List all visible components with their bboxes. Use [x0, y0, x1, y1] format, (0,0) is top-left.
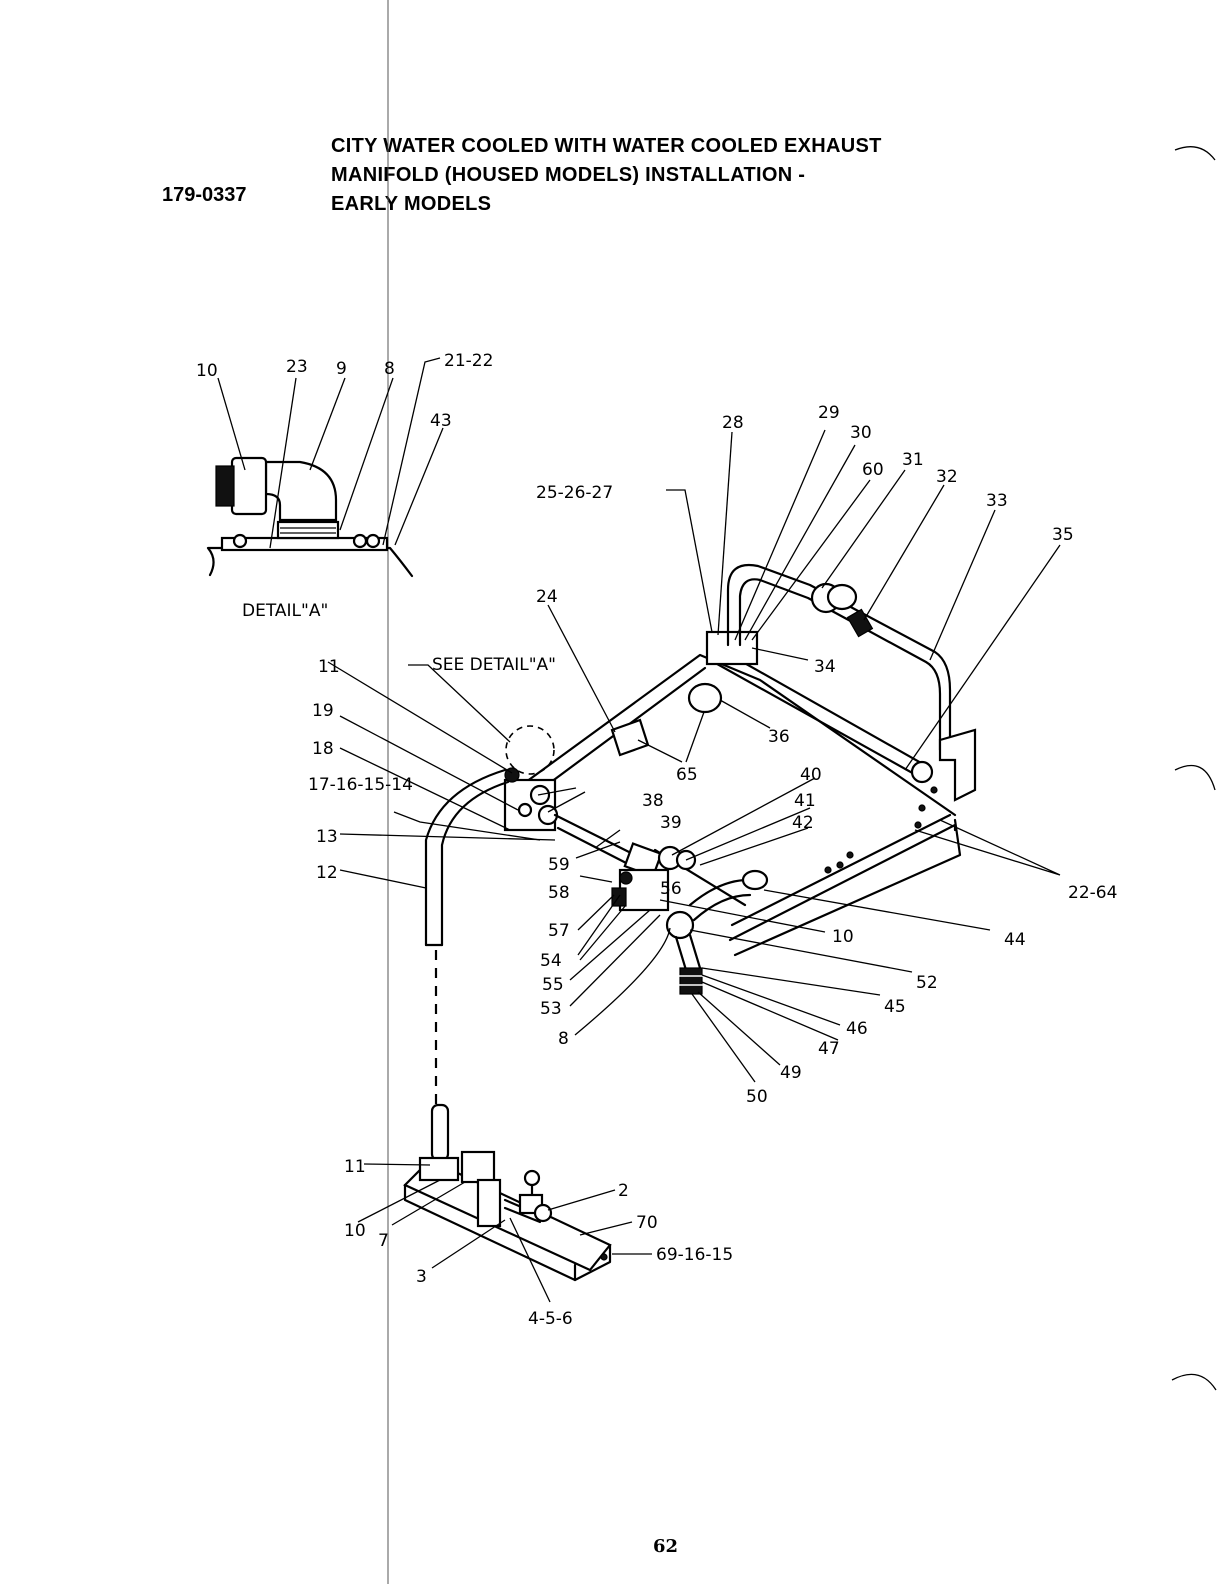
margin-arc-2: [1174, 764, 1216, 791]
label-8: 8: [558, 1029, 569, 1049]
page-number: 62: [653, 1536, 679, 1557]
label-70: 70: [636, 1213, 658, 1233]
label-32: 32: [936, 467, 958, 487]
label-41: 41: [794, 791, 816, 811]
label-34: 34: [814, 657, 836, 677]
label-24: 24: [536, 587, 558, 607]
see-detail-a-callout: SEE DETAIL"A": [432, 655, 556, 675]
margin-arc-3: [1171, 1373, 1217, 1391]
label-57: 57: [548, 921, 570, 941]
diagram-title: CITY WATER COOLED WITH WATER COOLED EXHA…: [331, 132, 1051, 219]
label-59: 59: [548, 855, 570, 875]
label-17-16-15-14: 17-16-15-14: [308, 775, 413, 795]
water-line-12: [424, 768, 510, 1105]
label-47: 47: [818, 1039, 840, 1059]
label-28: 28: [722, 413, 744, 433]
label-54: 54: [540, 951, 562, 971]
label-45: 45: [884, 997, 906, 1017]
label-56: 56: [660, 879, 682, 899]
label-12: 12: [316, 863, 338, 883]
margin-arc-1: [1174, 146, 1216, 161]
detail-label-10: 10: [196, 361, 218, 381]
label-35: 35: [1052, 525, 1074, 545]
detail-label-23: 23: [286, 357, 308, 377]
lower-bracket-assembly: [403, 1103, 612, 1282]
detail-label-8: 8: [384, 359, 395, 379]
detail-a-caption: DETAIL"A": [242, 601, 328, 621]
label-31: 31: [902, 450, 924, 470]
label-18: 18: [312, 739, 334, 759]
label-55: 55: [542, 975, 564, 995]
label-69-16-15: 69-16-15: [656, 1245, 733, 1265]
label-53: 53: [540, 999, 562, 1019]
title-line-3: EARLY MODELS: [331, 193, 492, 215]
main-assembly: [503, 563, 977, 995]
label-49: 49: [780, 1063, 802, 1083]
label-65: 65: [676, 765, 698, 785]
label-11-lower: 11: [344, 1157, 366, 1177]
title-line-2: MANIFOLD (HOUSED MODELS) INSTALLATION -: [331, 164, 806, 186]
label-13: 13: [316, 827, 338, 847]
label-44: 44: [1004, 930, 1026, 950]
label-50: 50: [746, 1087, 768, 1107]
detail-label-9: 9: [336, 359, 347, 379]
label-10-main: 10: [832, 927, 854, 947]
label-19: 19: [312, 701, 334, 721]
label-58: 58: [548, 883, 570, 903]
label-3: 3: [416, 1267, 427, 1287]
detail-a-leaders: [217, 357, 444, 549]
label-36: 36: [768, 727, 790, 747]
label-10-lower: 10: [344, 1221, 366, 1241]
detail-label-43: 43: [430, 411, 452, 431]
label-30: 30: [850, 423, 872, 443]
main-leader-lines: [327, 429, 1061, 1303]
label-52: 52: [916, 973, 938, 993]
label-60: 60: [862, 460, 884, 480]
label-29: 29: [818, 403, 840, 423]
label-22-64: 22-64: [1068, 883, 1117, 903]
label-38: 38: [642, 791, 664, 811]
label-33: 33: [986, 491, 1008, 511]
label-46: 46: [846, 1019, 868, 1039]
label-42: 42: [792, 813, 814, 833]
part-number: 179-0337: [162, 184, 247, 206]
label-39: 39: [660, 813, 682, 833]
label-40: 40: [800, 765, 822, 785]
label-7: 7: [378, 1231, 389, 1251]
detail-a-drawing: [206, 456, 414, 578]
label-11: 11: [318, 657, 340, 677]
title-line-1: CITY WATER COOLED WITH WATER COOLED EXHA…: [331, 135, 882, 157]
label-4-5-6: 4-5-6: [528, 1309, 573, 1329]
detail-label-21-22: 21-22: [444, 351, 493, 371]
label-2: 2: [618, 1181, 629, 1201]
label-25-26-27: 25-26-27: [536, 483, 613, 503]
